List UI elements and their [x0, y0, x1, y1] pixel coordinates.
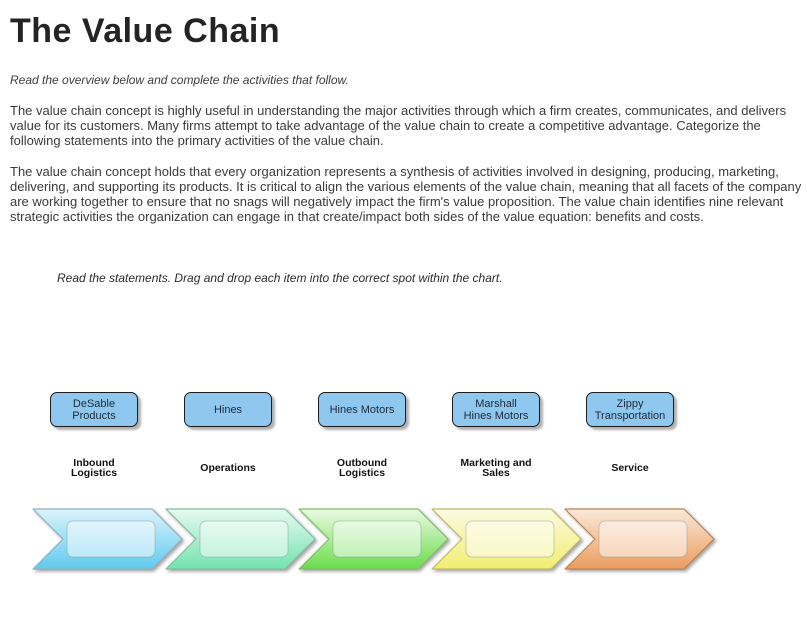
category-label-service: Service [611, 461, 649, 474]
drag-drop-instruction: Read the statements. Drag and drop each … [57, 271, 503, 285]
category-labels-row: Inbound Logistics Operations Outbound Lo… [27, 457, 697, 479]
chevron-outbound-logistics [298, 508, 449, 570]
category-label-inbound-logistics: Inbound Logistics [70, 456, 118, 479]
drop-zone-outbound-logistics[interactable] [332, 520, 422, 558]
intro-instruction: Read the overview below and complete the… [10, 73, 349, 87]
overview-paragraph-2: The value chain concept holds that every… [10, 164, 802, 224]
category-label-outbound-logistics: Outbound Logistics [336, 456, 388, 479]
drag-item-label: Marshall [475, 397, 517, 410]
chevron-operations [165, 508, 316, 570]
drop-zone-marketing-and-sales[interactable] [465, 520, 555, 558]
drag-item-label: Transportation [594, 409, 666, 422]
chevron-service [564, 508, 715, 570]
drop-zone-service[interactable] [598, 520, 688, 558]
drag-item-label: Hines [213, 403, 243, 416]
drag-items-row: DeSable Products Hines Hines Motors Mars… [27, 392, 697, 427]
drag-item-zippy-transportation[interactable]: Zippy Transportation [586, 392, 674, 427]
activity-page: The Value Chain Read the overview below … [0, 13, 807, 578]
drag-item-marshall-hines-motors[interactable]: Marshall Hines Motors [452, 392, 540, 427]
drag-item-hines[interactable]: Hines [184, 392, 272, 427]
drag-item-label: DeSable [72, 397, 116, 410]
drag-item-desable-products[interactable]: DeSable Products [50, 392, 138, 427]
chevron-inbound-logistics [32, 508, 183, 570]
category-label-marketing-and-sales: Marketing and Sales [460, 456, 532, 479]
category-label-operations: Operations [200, 461, 256, 474]
overview-paragraph-1: The value chain concept is highly useful… [10, 103, 787, 148]
value-chain-chart [20, 508, 807, 578]
drag-item-label: Products [72, 409, 116, 422]
drop-zone-inbound-logistics[interactable] [66, 520, 156, 558]
drag-item-hines-motors[interactable]: Hines Motors [318, 392, 406, 427]
drag-item-label: Hines Motors [329, 403, 395, 416]
page-title: The Value Chain [10, 12, 281, 50]
drop-zone-operations[interactable] [199, 520, 289, 558]
drag-item-label: Zippy [616, 397, 644, 410]
drag-item-label: Hines Motors [463, 409, 529, 422]
chevron-marketing-and-sales [431, 508, 582, 570]
